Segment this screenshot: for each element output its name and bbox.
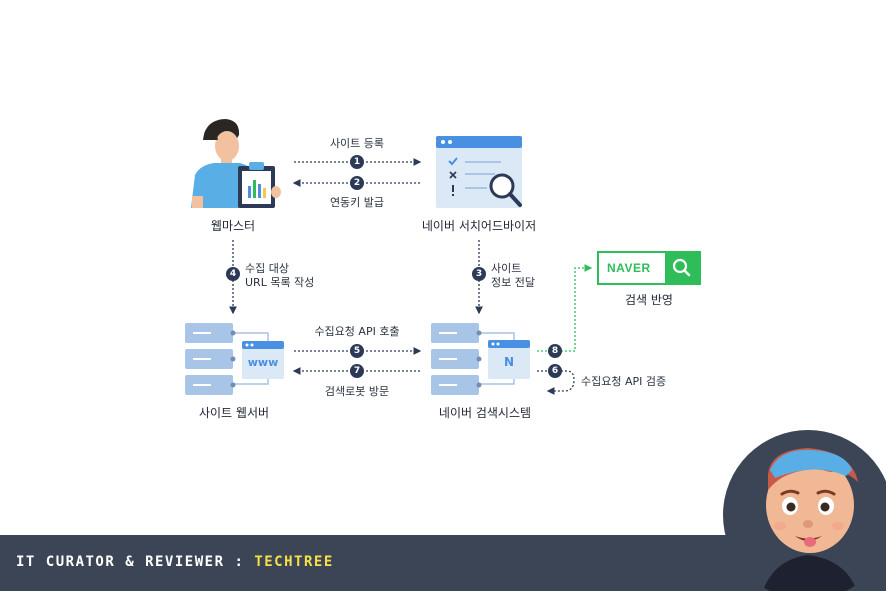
naver-logo: NAVER: [607, 261, 651, 275]
step-badge-8: 8: [548, 344, 562, 358]
search-icon: [665, 253, 699, 283]
step-7-label: 검색로봇 방문: [324, 385, 390, 398]
footer-prefix: IT CURATOR & REVIEWER: [16, 554, 225, 570]
footer-brand: TECHTREE: [254, 554, 334, 570]
step-2-label: 연동키 발급: [329, 196, 385, 209]
www-label: www: [247, 356, 279, 369]
step-1-label: 사이트 등록: [329, 137, 385, 150]
site-webserver-label: 사이트 웹서버: [198, 406, 270, 420]
step-badge-7: 7: [350, 364, 364, 378]
footer-separator: :: [224, 554, 255, 570]
search-result-label: 검색 반영: [625, 293, 673, 307]
n-label: N: [503, 355, 515, 369]
footer-title: IT CURATOR & REVIEWER : TECHTREE: [16, 554, 334, 570]
step-4-label-line1: 수집 대상: [245, 262, 289, 275]
naver-search-box: NAVER: [597, 251, 701, 285]
step-badge-1: 1: [350, 155, 364, 169]
step-badge-5: 5: [350, 344, 364, 358]
step-5-label: 수집요청 API 호출: [314, 325, 400, 338]
step-3-label-line1: 사이트: [491, 262, 522, 275]
search-advisor-label: 네이버 서치어드바이저: [421, 219, 537, 233]
step-badge-3: 3: [472, 267, 486, 281]
arrow-step-8: [537, 264, 593, 352]
step-4-label-line2: URL 목록 작성: [245, 276, 315, 289]
step-badge-4: 4: [226, 267, 240, 281]
step-6-label: 수집요청 API 검증: [581, 375, 667, 388]
naver-search-system-label: 네이버 검색시스템: [438, 406, 532, 420]
step-badge-6: 6: [548, 364, 562, 378]
step-badge-2: 2: [350, 176, 364, 190]
webmaster-label: 웹마스터: [210, 219, 256, 233]
step-3-label-line2: 정보 전달: [491, 276, 535, 289]
arrow-step-6: [537, 370, 575, 395]
